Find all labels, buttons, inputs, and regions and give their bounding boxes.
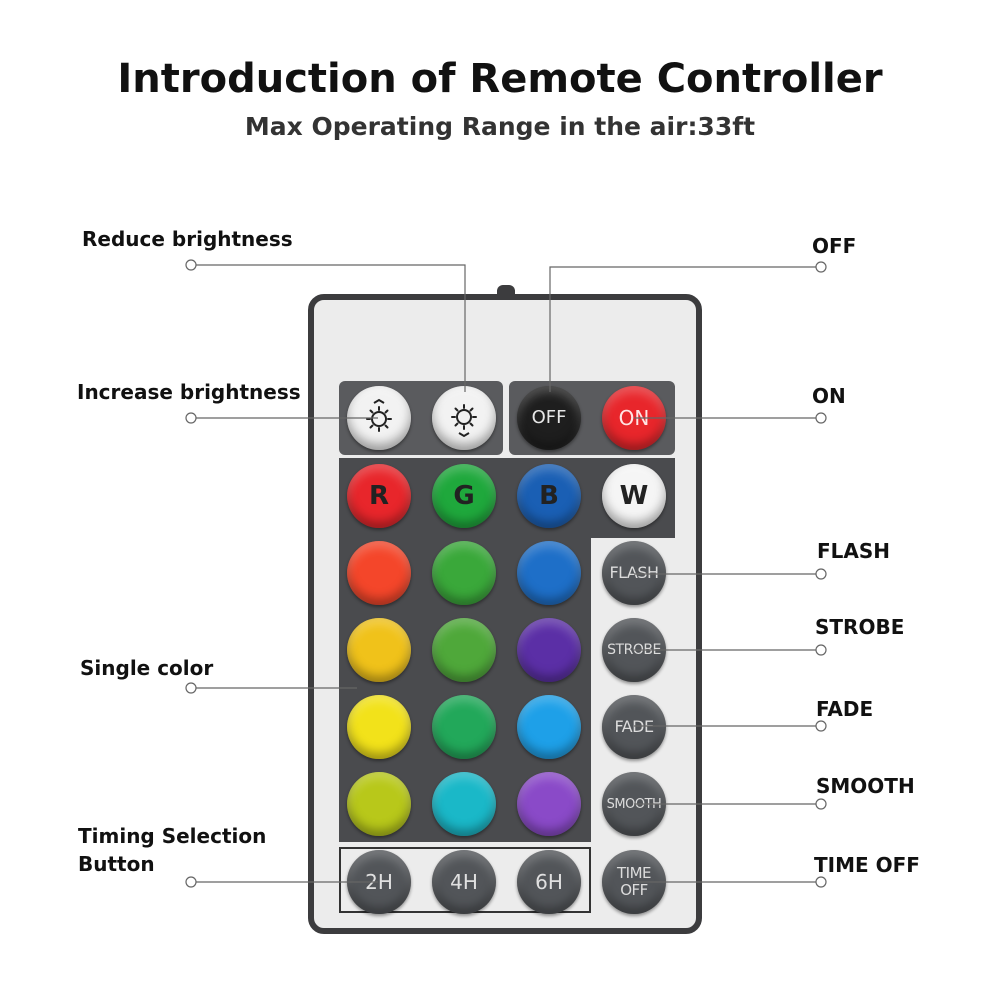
color-button-r4c3[interactable] bbox=[517, 695, 581, 759]
color-button-r5c2[interactable] bbox=[432, 772, 496, 836]
off-leader bbox=[549, 266, 816, 392]
reduce-brightness-button[interactable] bbox=[432, 386, 496, 450]
page-subtitle: Max Operating Range in the air:33ft bbox=[244, 112, 756, 141]
color-button-r3c2[interactable] bbox=[432, 618, 496, 682]
callout-off: OFF bbox=[812, 234, 857, 258]
color-button-r2c1[interactable] bbox=[347, 541, 411, 605]
single-color-dot bbox=[185, 682, 197, 694]
fade-dot bbox=[815, 720, 827, 732]
reduce-brightness-dot bbox=[185, 259, 197, 271]
flash-dot bbox=[815, 568, 827, 580]
callout-timing-selection: Timing Selection Button bbox=[78, 824, 267, 876]
brightness-up-icon bbox=[366, 398, 392, 432]
color-button-r3c1[interactable] bbox=[347, 618, 411, 682]
callout-flash: FLASH bbox=[817, 539, 891, 563]
callout-on: ON bbox=[812, 384, 846, 408]
color-button-r4c2[interactable] bbox=[432, 695, 496, 759]
time-off-dot bbox=[815, 876, 827, 888]
color-button-r2c3[interactable] bbox=[517, 541, 581, 605]
timing-dot bbox=[185, 876, 197, 888]
callout-smooth: SMOOTH bbox=[816, 774, 915, 798]
color-button-r2c2[interactable] bbox=[432, 541, 496, 605]
strobe-dot bbox=[815, 644, 827, 656]
page-title: Introduction of Remote Controller bbox=[117, 56, 883, 102]
ir-emitter bbox=[497, 285, 515, 295]
callout-strobe: STROBE bbox=[815, 615, 905, 639]
on-dot bbox=[815, 412, 827, 424]
off-dot bbox=[815, 261, 827, 273]
color-button-r4c1[interactable] bbox=[347, 695, 411, 759]
callout-single-color: Single color bbox=[80, 656, 214, 680]
callout-fade: FADE bbox=[816, 697, 874, 721]
brightness-down-icon bbox=[451, 404, 477, 438]
callout-time-off: TIME OFF bbox=[814, 853, 920, 877]
callout-increase-brightness: Increase brightness bbox=[77, 380, 301, 404]
callout-reduce-brightness: Reduce brightness bbox=[82, 227, 293, 251]
reduce-brightness-leader bbox=[196, 264, 466, 392]
color-button-r5c1[interactable] bbox=[347, 772, 411, 836]
increase-brightness-dot bbox=[185, 412, 197, 424]
smooth-dot bbox=[815, 798, 827, 810]
color-button-r5c3[interactable] bbox=[517, 772, 581, 836]
color-button-r3c3[interactable] bbox=[517, 618, 581, 682]
